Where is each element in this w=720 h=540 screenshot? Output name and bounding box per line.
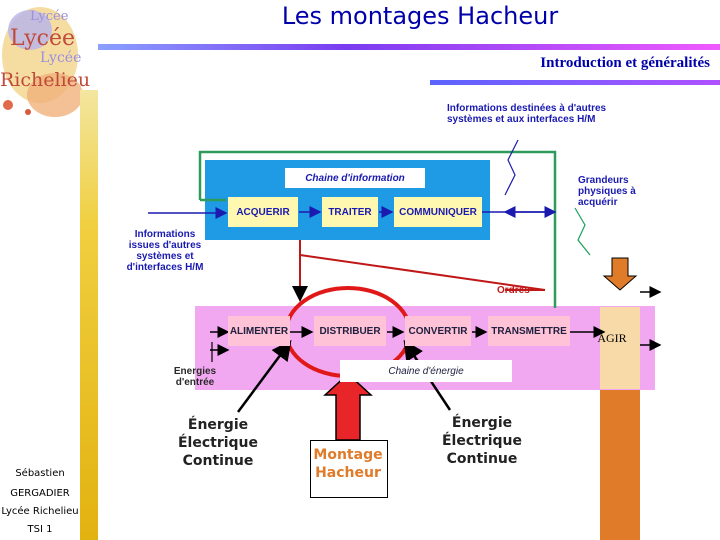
- author-school: Lycée Richelieu: [1, 506, 79, 517]
- annotation-center: Montage Hacheur: [310, 446, 386, 482]
- annotation-right: Énergie Électrique Continue: [432, 414, 532, 468]
- annotation-right-line-1: Énergie: [451, 415, 513, 431]
- actuator-column: [600, 390, 640, 540]
- energy-in-line-1: Energies: [173, 366, 217, 377]
- quantities-label: Grandeurs physiques à acquérir: [578, 175, 668, 208]
- annotation-left-line-2: Électrique: [177, 435, 259, 451]
- author-class: TSI 1: [27, 524, 53, 535]
- info-in-line-3: systèmes et: [136, 251, 194, 262]
- block-communiquer: COMMUNIQUER: [394, 197, 482, 227]
- info-out-line-1: Informations destinées à d'autres: [447, 103, 607, 114]
- energy-in-line-2: d'entrée: [175, 377, 215, 388]
- info-out-label: Informations destinées à d'autres systèm…: [447, 103, 647, 125]
- block-convertir: CONVERTIR: [405, 316, 471, 346]
- info-in-line-1: Informations: [134, 229, 196, 240]
- page-subtitle: Introduction et généralités: [540, 55, 710, 71]
- info-in-line-2: issues d'autres: [128, 240, 202, 251]
- block-transmettre: TRANSMETTRE: [488, 316, 570, 346]
- subtitle-rule: [430, 80, 720, 85]
- block-distribuer: DISTRIBUER: [314, 316, 386, 346]
- annotation-left-line-1: Énergie: [187, 417, 249, 433]
- author-last-name: GERGADIER: [10, 488, 70, 499]
- logo-word-lycee-1: Lycée: [30, 9, 69, 24]
- orders-label: Ordres: [497, 285, 530, 296]
- logo-word-lycee-2: Lycée: [10, 26, 75, 51]
- annotation-right-line-3: Continue: [446, 451, 518, 467]
- lycee-richelieu-logo: Lycée Lycée Lycée Richelieu: [0, 0, 100, 125]
- quantities-line-3: acquérir: [578, 197, 618, 208]
- annotation-center-box: [310, 440, 388, 498]
- block-traiter: TRAITER: [322, 197, 378, 227]
- author-first-name: Sébastien: [15, 468, 65, 479]
- annotation-right-line-2: Électrique: [441, 433, 523, 449]
- info-chain-title: Chaine d'information: [285, 168, 425, 188]
- info-in-label: Informations issues d'autres systèmes et…: [115, 229, 215, 273]
- agir-column: [600, 307, 640, 389]
- information-feedback-line: [198, 150, 557, 308]
- header-rule: [98, 44, 720, 50]
- logo-word-richelieu: Richelieu: [0, 69, 90, 91]
- logo-word-lycee-3: Lycée: [40, 50, 81, 66]
- block-alimenter: ALIMENTER: [228, 316, 290, 346]
- energy-chain-title: Chaine d'énergie: [340, 360, 512, 382]
- energy-in-label: Energies d'entrée: [170, 366, 220, 388]
- quantities-line-2: physiques à: [578, 186, 636, 197]
- block-acquerir: ACQUERIR: [228, 197, 298, 227]
- annotation-center-line-1: Montage: [313, 447, 383, 463]
- info-in-line-4: d'interfaces H/M: [126, 262, 204, 273]
- page-title: Les montages Hacheur: [281, 2, 559, 30]
- agir-label: AGIR: [597, 331, 627, 345]
- info-out-line-2: systèmes et aux interfaces H/M: [447, 114, 596, 125]
- quantities-line-1: Grandeurs: [578, 175, 629, 186]
- hacheur-up-arrow: [323, 372, 373, 441]
- annotation-left: Énergie Électrique Continue: [168, 416, 268, 470]
- annotation-center-line-2: Hacheur: [315, 465, 381, 481]
- annotation-left-line-3: Continue: [182, 453, 254, 469]
- decorative-side-bar: [80, 90, 98, 540]
